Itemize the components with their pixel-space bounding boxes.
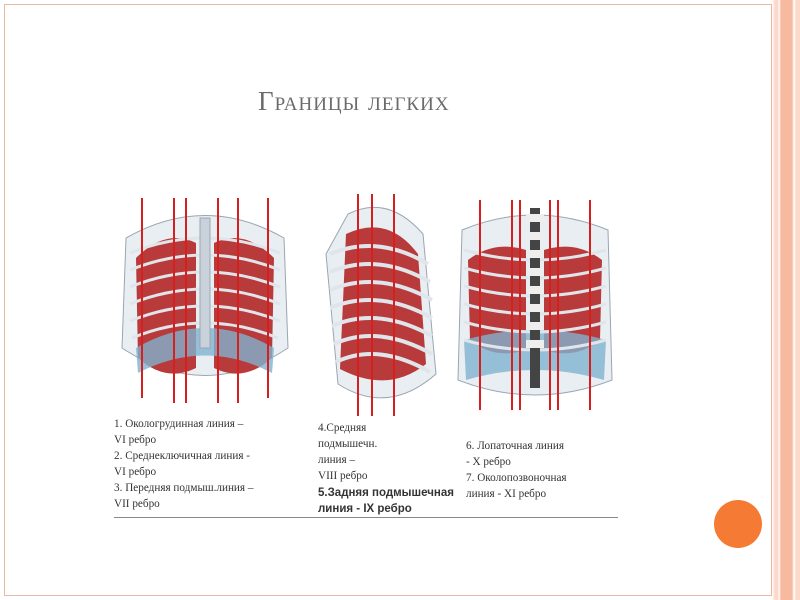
caption-line: VIII ребро xyxy=(318,469,454,485)
caption-line: 2. Среднеключичная линия - xyxy=(114,449,253,465)
caption-side-lines: 4.Средняя подмышечн. линия – VIII ребро … xyxy=(318,421,454,517)
slide-title: Границы легких xyxy=(258,86,450,117)
caption-line: - X ребро xyxy=(466,455,567,471)
caption-line: VII ребро xyxy=(114,497,253,513)
decorative-orange-circle xyxy=(714,500,762,548)
divider xyxy=(114,517,618,518)
caption-line: 6. Лопаточная линия xyxy=(466,439,567,455)
caption-line: 7. Околопозвоночная xyxy=(466,471,567,487)
ribcage-back-icon xyxy=(454,200,616,412)
caption-line: VI ребро xyxy=(114,433,253,449)
caption-line: линия – xyxy=(318,453,454,469)
caption-line: линия - XI ребро xyxy=(466,487,567,503)
caption-back-lines: 6. Лопаточная линия - X ребро 7. Околопо… xyxy=(466,439,567,503)
caption-line: 3. Передняя подмыш.линия – xyxy=(114,481,253,497)
decorative-side-band xyxy=(772,0,800,600)
ribcage-front-icon xyxy=(116,198,294,408)
caption-line: подмышечн. xyxy=(318,437,454,453)
caption-line: 4.Средняя xyxy=(318,421,454,437)
caption-line-bold: линия - IX ребро xyxy=(318,501,454,517)
caption-line: VI ребро xyxy=(114,465,253,481)
caption-line-bold: 5.Задняя подмышечная xyxy=(318,485,454,501)
caption-front-lines: 1. Окологрудинная линия – VI ребро 2. Ср… xyxy=(114,417,253,512)
ribcage-side-icon xyxy=(318,194,442,416)
caption-line: 1. Окологрудинная линия – xyxy=(114,417,253,433)
